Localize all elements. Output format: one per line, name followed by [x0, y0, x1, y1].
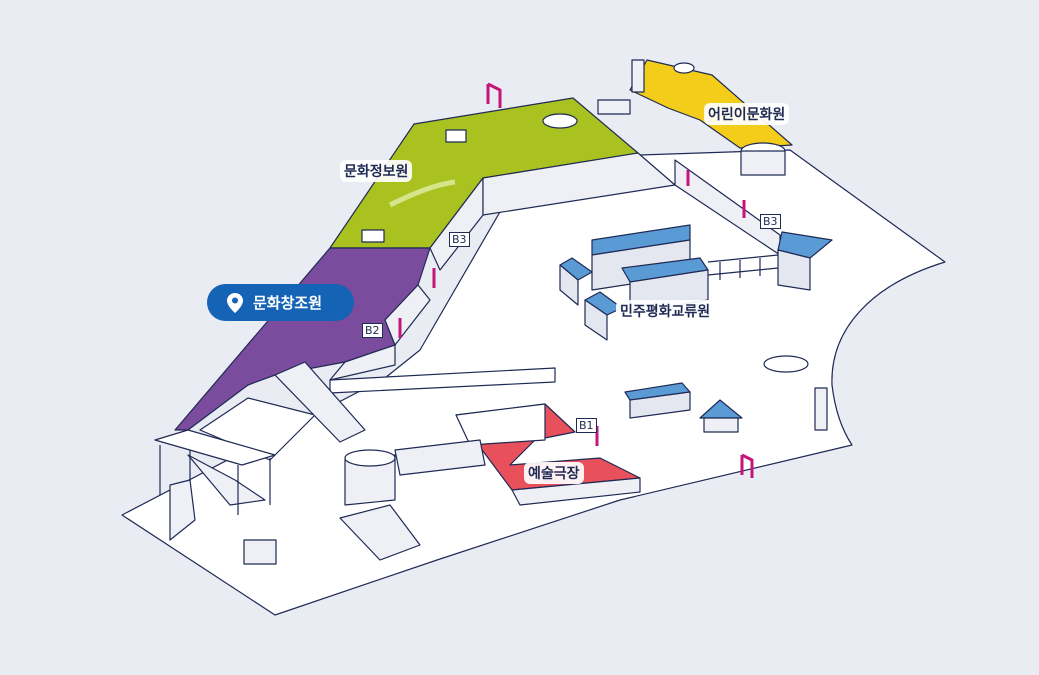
label-democracy[interactable]: 민주평화교류원 [616, 300, 715, 322]
selected-zone-label: 문화창조원 [253, 294, 323, 312]
canopy [154, 429, 276, 466]
roof-block [445, 129, 467, 143]
label-culture-info[interactable]: 문화정보원 [340, 160, 413, 182]
statue [814, 387, 828, 431]
floor-tag-b3-right: B3 [760, 214, 781, 229]
stairs [187, 361, 486, 561]
cube [243, 539, 277, 565]
democracy-side [777, 249, 811, 291]
floor-tag-b1: B1 [576, 418, 597, 433]
democracy-side [559, 264, 579, 306]
roof-curve [388, 179, 456, 208]
label-children[interactable]: 어린이문화원 [704, 103, 790, 125]
skylight-ring [542, 113, 578, 129]
facade-creation [329, 344, 396, 381]
water-tower-top [344, 449, 396, 467]
column [631, 59, 645, 93]
fountain [763, 355, 809, 373]
kiosk [597, 99, 631, 115]
walkway [329, 367, 556, 394]
pavilion-side [629, 391, 691, 419]
gazebo-base [703, 417, 739, 433]
entrance-markers [398, 82, 754, 478]
sculpture [169, 479, 196, 541]
theater-stage [455, 403, 546, 446]
theater-side [511, 477, 641, 506]
floor-tag-b2: B2 [362, 323, 383, 338]
location-pin-icon [227, 292, 243, 313]
truss-bridge [707, 254, 779, 280]
dome [673, 62, 695, 74]
roof-block [361, 229, 385, 243]
label-theater[interactable]: 예술극장 [524, 462, 584, 484]
cylinder [740, 150, 786, 176]
floor-tag-b3-left: B3 [449, 232, 470, 247]
selected-zone-pill[interactable]: 문화창조원 [207, 284, 354, 321]
canopy-posts [159, 445, 271, 515]
democracy-side [584, 299, 608, 341]
facade-mid [384, 284, 431, 346]
